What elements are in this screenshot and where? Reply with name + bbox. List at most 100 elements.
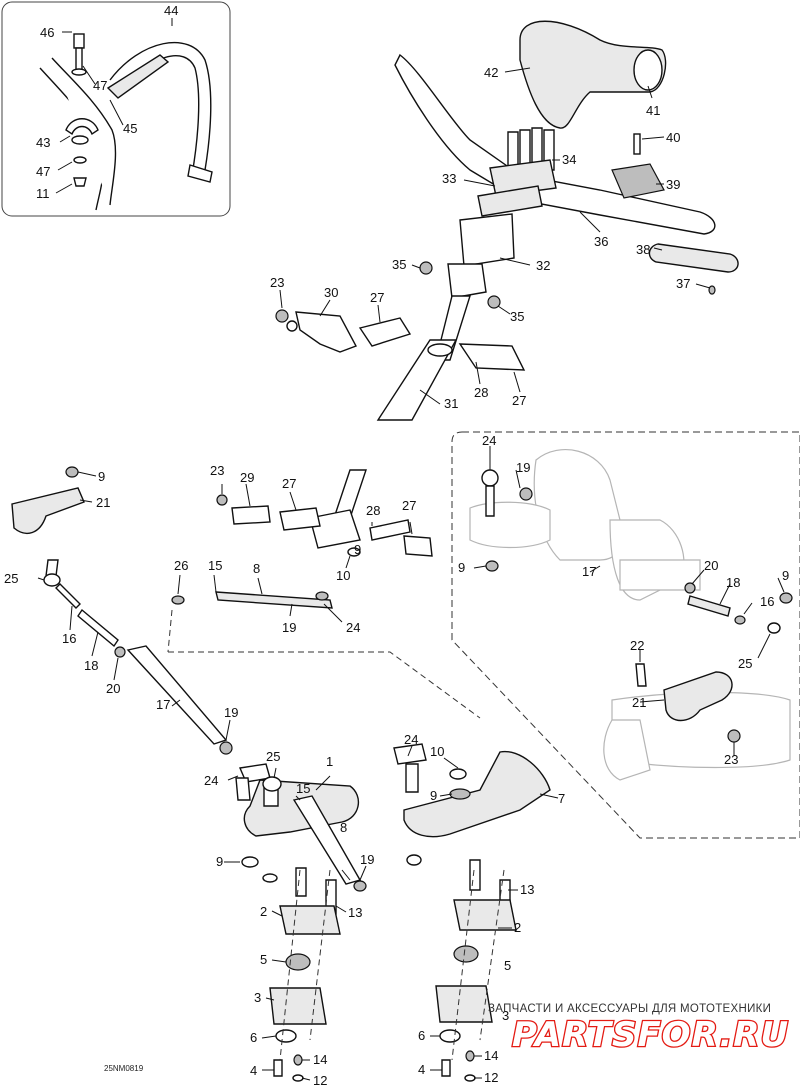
detail-leaders <box>473 446 785 756</box>
callout-10b: 10 <box>430 744 444 759</box>
callout-13b: 13 <box>520 882 534 897</box>
callout-40: 40 <box>666 130 680 145</box>
callout-19a: 19 <box>282 620 296 635</box>
callout-24d: 24 <box>482 433 496 448</box>
callout-3b: 3 <box>502 1008 509 1023</box>
callout-38: 38 <box>636 242 650 257</box>
callout-2b: 2 <box>514 920 521 935</box>
callout-19d: 19 <box>516 460 530 475</box>
callout-27b: 27 <box>512 393 526 408</box>
callout-47b: 47 <box>36 164 50 179</box>
callout-19c: 19 <box>360 852 374 867</box>
callout-24a: 24 <box>346 620 360 635</box>
callout-29: 29 <box>240 470 254 485</box>
callout-43: 43 <box>36 135 50 150</box>
callout-9c: 9 <box>216 854 223 869</box>
callout-46: 46 <box>40 25 54 40</box>
callout-12a: 12 <box>313 1073 327 1088</box>
callout-15a: 15 <box>208 558 222 573</box>
callout-labels: 44 46 47 45 43 47 11 42 41 40 34 33 39 3… <box>4 3 789 1088</box>
callout-28: 28 <box>474 385 488 400</box>
callout-19b: 19 <box>224 705 238 720</box>
callout-24b: 24 <box>204 773 218 788</box>
watermark: ЗАПЧАСТИ И АКСЕССУАРЫ ДЛЯ МОТОТЕХНИКИ PA… <box>488 1003 789 1056</box>
callout-23: 23 <box>270 275 284 290</box>
callout-11: 11 <box>36 186 50 201</box>
detail-frame-right <box>451 431 800 839</box>
callout-27d: 27 <box>402 498 416 513</box>
center-linkage <box>167 469 481 719</box>
callout-34: 34 <box>562 152 576 167</box>
callout-16a: 16 <box>62 631 76 646</box>
callout-2a: 2 <box>260 904 267 919</box>
callout-37: 37 <box>676 276 690 291</box>
callout-1: 1 <box>326 754 333 769</box>
callout-41: 41 <box>646 103 660 118</box>
callout-25c: 25 <box>738 656 752 671</box>
callout-9a: 9 <box>354 542 361 557</box>
callout-18a: 18 <box>84 658 98 673</box>
callout-21b: 21 <box>632 695 646 710</box>
callout-35: 35 <box>392 257 406 272</box>
callout-20b: 20 <box>704 558 718 573</box>
callout-17b: 17 <box>582 564 596 579</box>
callout-13a: 13 <box>348 905 362 920</box>
callout-4b: 4 <box>418 1062 425 1077</box>
callout-30: 30 <box>324 285 338 300</box>
callout-27: 27 <box>370 290 384 305</box>
callout-35b: 35 <box>510 309 524 324</box>
callout-10a: 10 <box>336 568 350 583</box>
inset-leaders <box>55 18 173 194</box>
callout-5a: 5 <box>260 952 267 967</box>
callout-8a: 8 <box>253 561 260 576</box>
callout-17a: 17 <box>156 697 170 712</box>
callout-6a: 6 <box>250 1030 257 1045</box>
callout-33: 33 <box>442 171 456 186</box>
watermark-tagline: ЗАПЧАСТИ И АКСЕССУАРЫ ДЛЯ МОТОТЕХНИКИ <box>488 1003 771 1015</box>
callout-23b: 23 <box>210 463 224 478</box>
center-leaders <box>177 483 413 623</box>
callout-6b: 6 <box>418 1028 425 1043</box>
callout-25b: 25 <box>266 749 280 764</box>
callout-15b: 15 <box>296 781 310 796</box>
callout-8b: 8 <box>340 820 347 835</box>
callout-26: 26 <box>174 558 188 573</box>
callout-45: 45 <box>123 121 137 136</box>
callout-9f: 9 <box>782 568 789 583</box>
callout-9d: 9 <box>430 788 437 803</box>
callout-42: 42 <box>484 65 498 80</box>
callout-3a: 3 <box>254 990 261 1005</box>
callout-14a: 14 <box>313 1052 327 1067</box>
callout-9e: 9 <box>458 560 465 575</box>
callout-20a: 20 <box>106 681 120 696</box>
callout-39: 39 <box>666 177 680 192</box>
callout-27c: 27 <box>282 476 296 491</box>
watermark-logo: PARTSFOR.RU <box>512 1015 789 1055</box>
callout-36: 36 <box>594 234 608 249</box>
callout-14b: 14 <box>484 1048 498 1063</box>
callout-23c: 23 <box>724 752 738 767</box>
handlebar-assembly <box>275 20 739 421</box>
callout-16b: 16 <box>760 594 774 609</box>
callout-47: 47 <box>93 78 107 93</box>
callout-5b: 5 <box>504 958 511 973</box>
callout-31: 31 <box>444 396 458 411</box>
main-leaders <box>279 67 711 405</box>
inset-handlebar-option <box>1 1 231 217</box>
callout-18b: 18 <box>726 575 740 590</box>
callout-12b: 12 <box>484 1070 498 1085</box>
callout-28b: 28 <box>366 503 380 518</box>
left-tierod <box>11 466 233 755</box>
callout-4a: 4 <box>250 1063 257 1078</box>
left-leaders <box>37 471 231 741</box>
callout-44: 44 <box>164 3 178 18</box>
callout-7: 7 <box>558 791 565 806</box>
drawing-code: 25NM0819 <box>104 1064 144 1073</box>
callout-32: 32 <box>536 258 550 273</box>
lower-steering-arms <box>235 743 551 1082</box>
lower-leaders <box>224 745 559 1081</box>
callout-21a: 21 <box>96 495 110 510</box>
callout-9b: 9 <box>98 469 105 484</box>
callout-24c: 24 <box>404 732 418 747</box>
